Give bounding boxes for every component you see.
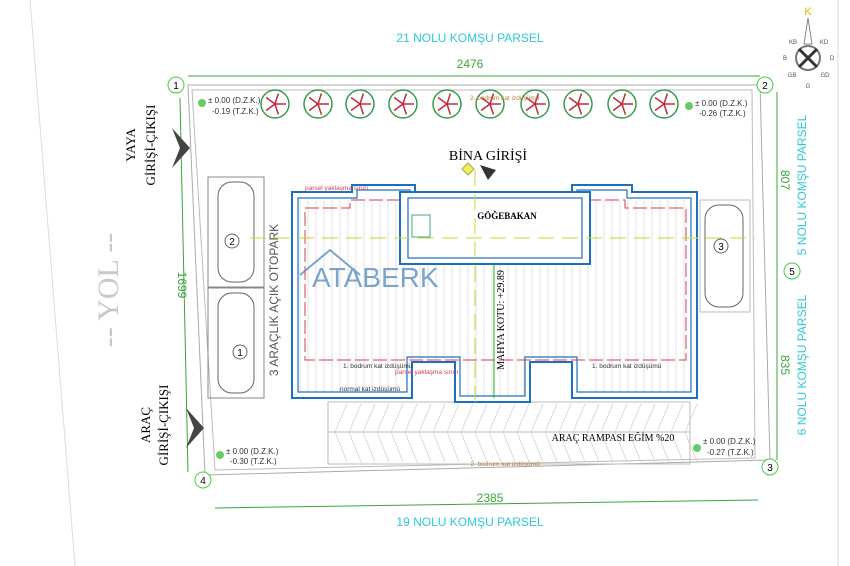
neighbor-south-label: 19 NOLU KOMŞU PARSEL bbox=[396, 515, 543, 529]
watermark-text: ATABERK bbox=[312, 262, 439, 293]
dimension-top: 2476 bbox=[457, 57, 484, 71]
svg-text:1: 1 bbox=[173, 81, 179, 92]
svg-text:B: B bbox=[783, 56, 787, 62]
pedestrian-entrance: YAYA GİRİŞİ-ÇIKIŞI bbox=[123, 105, 190, 186]
basement1-projection-label: 1. bodrum kat izdüşümü bbox=[343, 363, 413, 370]
dimension-right-lower: 835 bbox=[778, 355, 792, 375]
watermark-logo: ATABERK bbox=[299, 248, 439, 293]
tree-icon bbox=[388, 89, 418, 119]
svg-text:KD: KD bbox=[820, 40, 829, 46]
tree-row bbox=[260, 89, 679, 119]
svg-text:2: 2 bbox=[229, 237, 235, 248]
svg-text:3: 3 bbox=[767, 463, 773, 474]
svg-text:D: D bbox=[830, 56, 835, 62]
tree-icon bbox=[345, 89, 375, 119]
svg-text:3: 3 bbox=[718, 242, 724, 253]
skylight-opening bbox=[411, 214, 431, 238]
svg-text:-0.19 (T.Z.K.): -0.19 (T.Z.K.) bbox=[212, 107, 259, 116]
svg-text:-0.26 (T.Z.K.): -0.26 (T.Z.K.) bbox=[699, 109, 746, 118]
svg-text:K: K bbox=[804, 6, 812, 18]
parking-spot-1: 1 bbox=[207, 287, 265, 399]
building-outline bbox=[291, 184, 698, 403]
vehicle-ramp bbox=[327, 401, 698, 465]
svg-text:1: 1 bbox=[237, 348, 243, 359]
svg-text:4: 4 bbox=[200, 476, 206, 487]
neighbor-north-label: 21 NOLU KOMŞU PARSEL bbox=[396, 31, 543, 45]
dimension-right-upper: 807 bbox=[778, 170, 792, 190]
svg-text:ARAÇ: ARAÇ bbox=[138, 407, 153, 443]
svg-text:5: 5 bbox=[789, 267, 795, 278]
tree-icon bbox=[563, 89, 593, 119]
axis-marker-icon bbox=[461, 162, 475, 176]
svg-text:KB: KB bbox=[789, 40, 797, 46]
svg-text:GİRİŞİ-ÇIKIŞI: GİRİŞİ-ÇIKIŞI bbox=[156, 385, 171, 466]
entrance-arrow-icon bbox=[480, 165, 496, 180]
skylight-box bbox=[399, 191, 591, 265]
svg-text:GİRİŞİ-ÇIKIŞI: GİRİŞİ-ÇIKIŞI bbox=[143, 105, 158, 186]
svg-text:GD: GD bbox=[821, 73, 831, 79]
dimension-bottom: 2385 bbox=[477, 491, 504, 505]
svg-text:2: 2 bbox=[762, 81, 768, 92]
svg-text:± 0.00 (D.Z.K.): ± 0.00 (D.Z.K.) bbox=[695, 99, 748, 108]
elevation-marker: ± 0.00 (D.Z.K.) -0.27 (T.Z.K.) bbox=[693, 437, 756, 457]
svg-text:± 0.00 (D.Z.K.): ± 0.00 (D.Z.K.) bbox=[226, 447, 279, 456]
svg-text:± 0.00 (D.Z.K.): ± 0.00 (D.Z.K.) bbox=[703, 437, 756, 446]
neighbor-east-upper-label: 5 NOLU KOMŞU PARSEL bbox=[795, 114, 809, 255]
basement1-projection-label: 1. bodrum kat izdüşümü bbox=[592, 363, 662, 370]
dimension-left: 1699 bbox=[175, 272, 189, 299]
neighbor-east-lower-label: 6 NOLU KOMŞU PARSEL bbox=[795, 294, 809, 435]
tree-icon bbox=[475, 89, 505, 119]
road-label: -- YOL -- bbox=[92, 233, 125, 347]
tree-icon bbox=[607, 89, 637, 119]
parking-spot-2: 2 bbox=[207, 176, 265, 288]
tree-icon bbox=[303, 89, 333, 119]
north-arrow-compass: K KB KD B D GB GD G bbox=[783, 6, 835, 90]
parcel-inner-boundary bbox=[191, 89, 756, 471]
basement2-projection-label: 2. bodrum kat izdüşümü bbox=[470, 95, 540, 102]
skylight-inner bbox=[407, 197, 583, 259]
normal-floor-projection-label: normal kat izdüşümü bbox=[340, 386, 400, 393]
corner-marker-5: 5 bbox=[783, 262, 801, 280]
parking-label: 3 ARAÇLIK AÇIK OTOPARK bbox=[267, 224, 281, 376]
skylight-label: GÖĞEBAKAN bbox=[477, 211, 537, 221]
sheet-edge bbox=[29, 0, 76, 566]
corner-marker-4: 4 bbox=[194, 471, 212, 489]
corner-marker-2: 2 bbox=[756, 76, 774, 94]
tree-icon bbox=[649, 89, 679, 119]
svg-text:G: G bbox=[806, 84, 811, 90]
dimension-line-bottom bbox=[214, 499, 759, 509]
setback-label: parsel yaklaşma sınırı bbox=[305, 185, 368, 192]
tree-icon bbox=[520, 89, 550, 119]
elevation-marker: ± 0.00 (D.Z.K.) -0.30 (T.Z.K.) bbox=[216, 447, 279, 466]
elevation-marker: ± 0.00 (D.Z.K.) -0.19 (T.Z.K.) bbox=[198, 96, 261, 116]
basement2-projection-label: 2. bodrum kat izdüşümü bbox=[470, 461, 540, 468]
ramp-label: ARAÇ RAMPASI EĞİM %20 bbox=[552, 432, 675, 444]
svg-text:YAYA: YAYA bbox=[123, 128, 138, 162]
corner-marker-1: 1 bbox=[167, 76, 185, 94]
svg-text:-0.27 (T.Z.K.): -0.27 (T.Z.K.) bbox=[707, 448, 754, 457]
svg-text:BİNA GİRİŞİ: BİNA GİRİŞİ bbox=[449, 148, 528, 164]
corner-marker-3: 3 bbox=[761, 458, 779, 476]
tree-icon bbox=[260, 89, 290, 119]
svg-text:GB: GB bbox=[788, 73, 797, 79]
vehicle-entrance: ARAÇ GİRİŞİ-ÇIKIŞI bbox=[138, 385, 204, 466]
parking-spot-3: 3 bbox=[699, 199, 751, 313]
svg-text:-0.30 (T.Z.K.): -0.30 (T.Z.K.) bbox=[230, 457, 277, 466]
setback-label: parsel yaklaşma sınırı bbox=[395, 369, 458, 376]
ridge-label: MAHYA KOTU: +29.89 bbox=[496, 270, 507, 370]
elevation-marker: ± 0.00 (D.Z.K.) -0.26 (T.Z.K.) bbox=[685, 99, 748, 118]
tree-icon bbox=[432, 89, 462, 119]
svg-text:± 0.00 (D.Z.K.): ± 0.00 (D.Z.K.) bbox=[208, 96, 261, 105]
building-entrance: BİNA GİRİŞİ bbox=[449, 148, 528, 180]
